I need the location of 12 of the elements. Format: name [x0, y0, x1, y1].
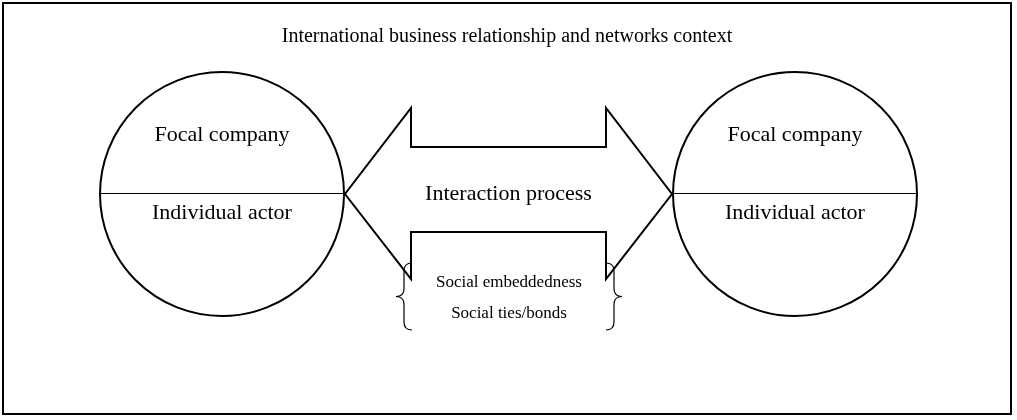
brace-label: Social ties/bonds [451, 303, 567, 323]
circle-heading: Focal company [154, 121, 290, 147]
circle-node [672, 71, 918, 317]
context-frame [2, 2, 1012, 415]
circle-node [99, 71, 345, 317]
edge-label: Interaction process [425, 180, 592, 206]
circle-heading: Focal company [727, 121, 863, 147]
frame-title: International business relationship and networks context [281, 24, 733, 47]
double-block-arrow [343, 105, 674, 282]
circle-subheading: Individual actor [725, 199, 865, 225]
circle-subheading: Individual actor [152, 199, 292, 225]
brace-label: Social embeddedness [436, 272, 582, 292]
